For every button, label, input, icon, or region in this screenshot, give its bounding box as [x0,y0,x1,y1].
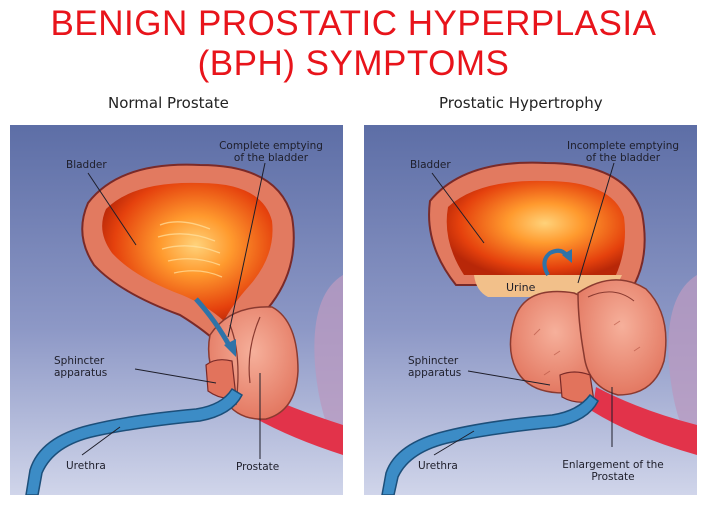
urethra [381,393,599,495]
emptying-label: Incomplete emptying of the bladder [560,140,686,164]
normal-prostate-illustration [10,125,343,495]
emptying-label-line-1: Complete emptying [219,140,323,152]
sphincter-label: Sphincter apparatus [408,355,461,379]
hypertrophy-panel: Bladder Incomplete emptying of the bladd… [364,125,697,495]
sphincter-label-line-2: apparatus [408,367,462,379]
enlargement-label-line-1: Enlargement of the [562,459,664,471]
sphincter-label-line-1: Sphincter [54,355,105,367]
sphincter-label-line-2: apparatus [54,367,108,379]
vessel [592,387,697,455]
prostate-lobe-right [577,279,667,396]
urethra-label: Urethra [418,460,458,472]
emptying-label-line-2: of the bladder [233,152,309,164]
bladder-inner [102,182,273,321]
backflow-arrow [542,248,570,276]
prostate-label: Prostate [236,461,280,473]
sphincter-label: Sphincter apparatus [54,355,107,379]
main-title-line-2: (BPH) SYMPTOMS [197,44,510,83]
normal-prostate-title: Normal Prostate [108,94,229,112]
emptying-label-line-2: of the bladder [585,152,661,164]
bladder-label: Bladder [66,159,107,171]
enlargement-label: Enlargement of the Prostate [550,459,676,483]
urine-label: Urine [506,281,536,294]
urethra-label: Urethra [66,460,106,472]
main-title-line-1: BENIGN PROSTATIC HYPERPLASIA [50,4,657,43]
hypertrophy-illustration [364,125,697,495]
bladder-label: Bladder [410,159,451,171]
sphincter-label-line-1: Sphincter [408,355,459,367]
bladder-inner [446,180,625,275]
urethra [25,387,243,495]
flow-arrow [194,297,233,349]
emptying-label: Complete emptying of the bladder [212,140,330,164]
emptying-label-line-1: Incomplete emptying [566,140,680,152]
normal-prostate-panel: Bladder Complete emptying of the bladder… [10,125,343,495]
enlargement-label-line-2: Prostate [591,471,635,483]
hypertrophy-title: Prostatic Hypertrophy [439,94,603,112]
